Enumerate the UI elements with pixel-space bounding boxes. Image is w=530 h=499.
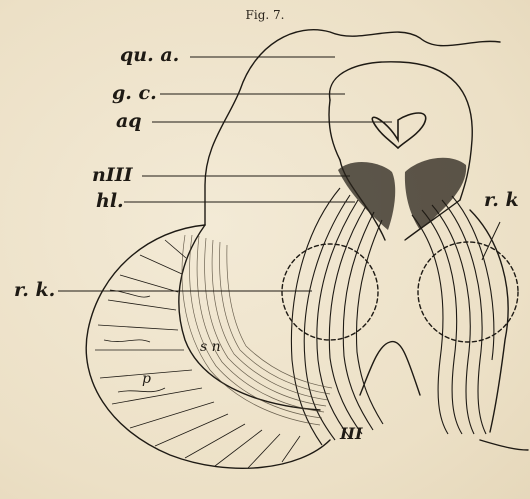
figure-caption: Fig. 7. bbox=[0, 8, 530, 22]
label-nIII: nIII bbox=[92, 166, 132, 185]
label-qu-a: qu. a. bbox=[120, 46, 179, 65]
label-III: III bbox=[340, 426, 362, 442]
label-hl: hl. bbox=[96, 192, 124, 211]
section-outline bbox=[205, 30, 500, 225]
label-p: p bbox=[142, 372, 151, 386]
label-r-k-left: r. k. bbox=[14, 281, 55, 300]
label-aq: aq bbox=[116, 112, 142, 131]
label-g-c: g. c. bbox=[112, 84, 157, 103]
label-r-k-right: r. k bbox=[484, 191, 519, 210]
peduncle-inner bbox=[179, 225, 320, 410]
aqueduct-shape bbox=[372, 113, 425, 148]
label-s-n: s n bbox=[200, 340, 221, 354]
